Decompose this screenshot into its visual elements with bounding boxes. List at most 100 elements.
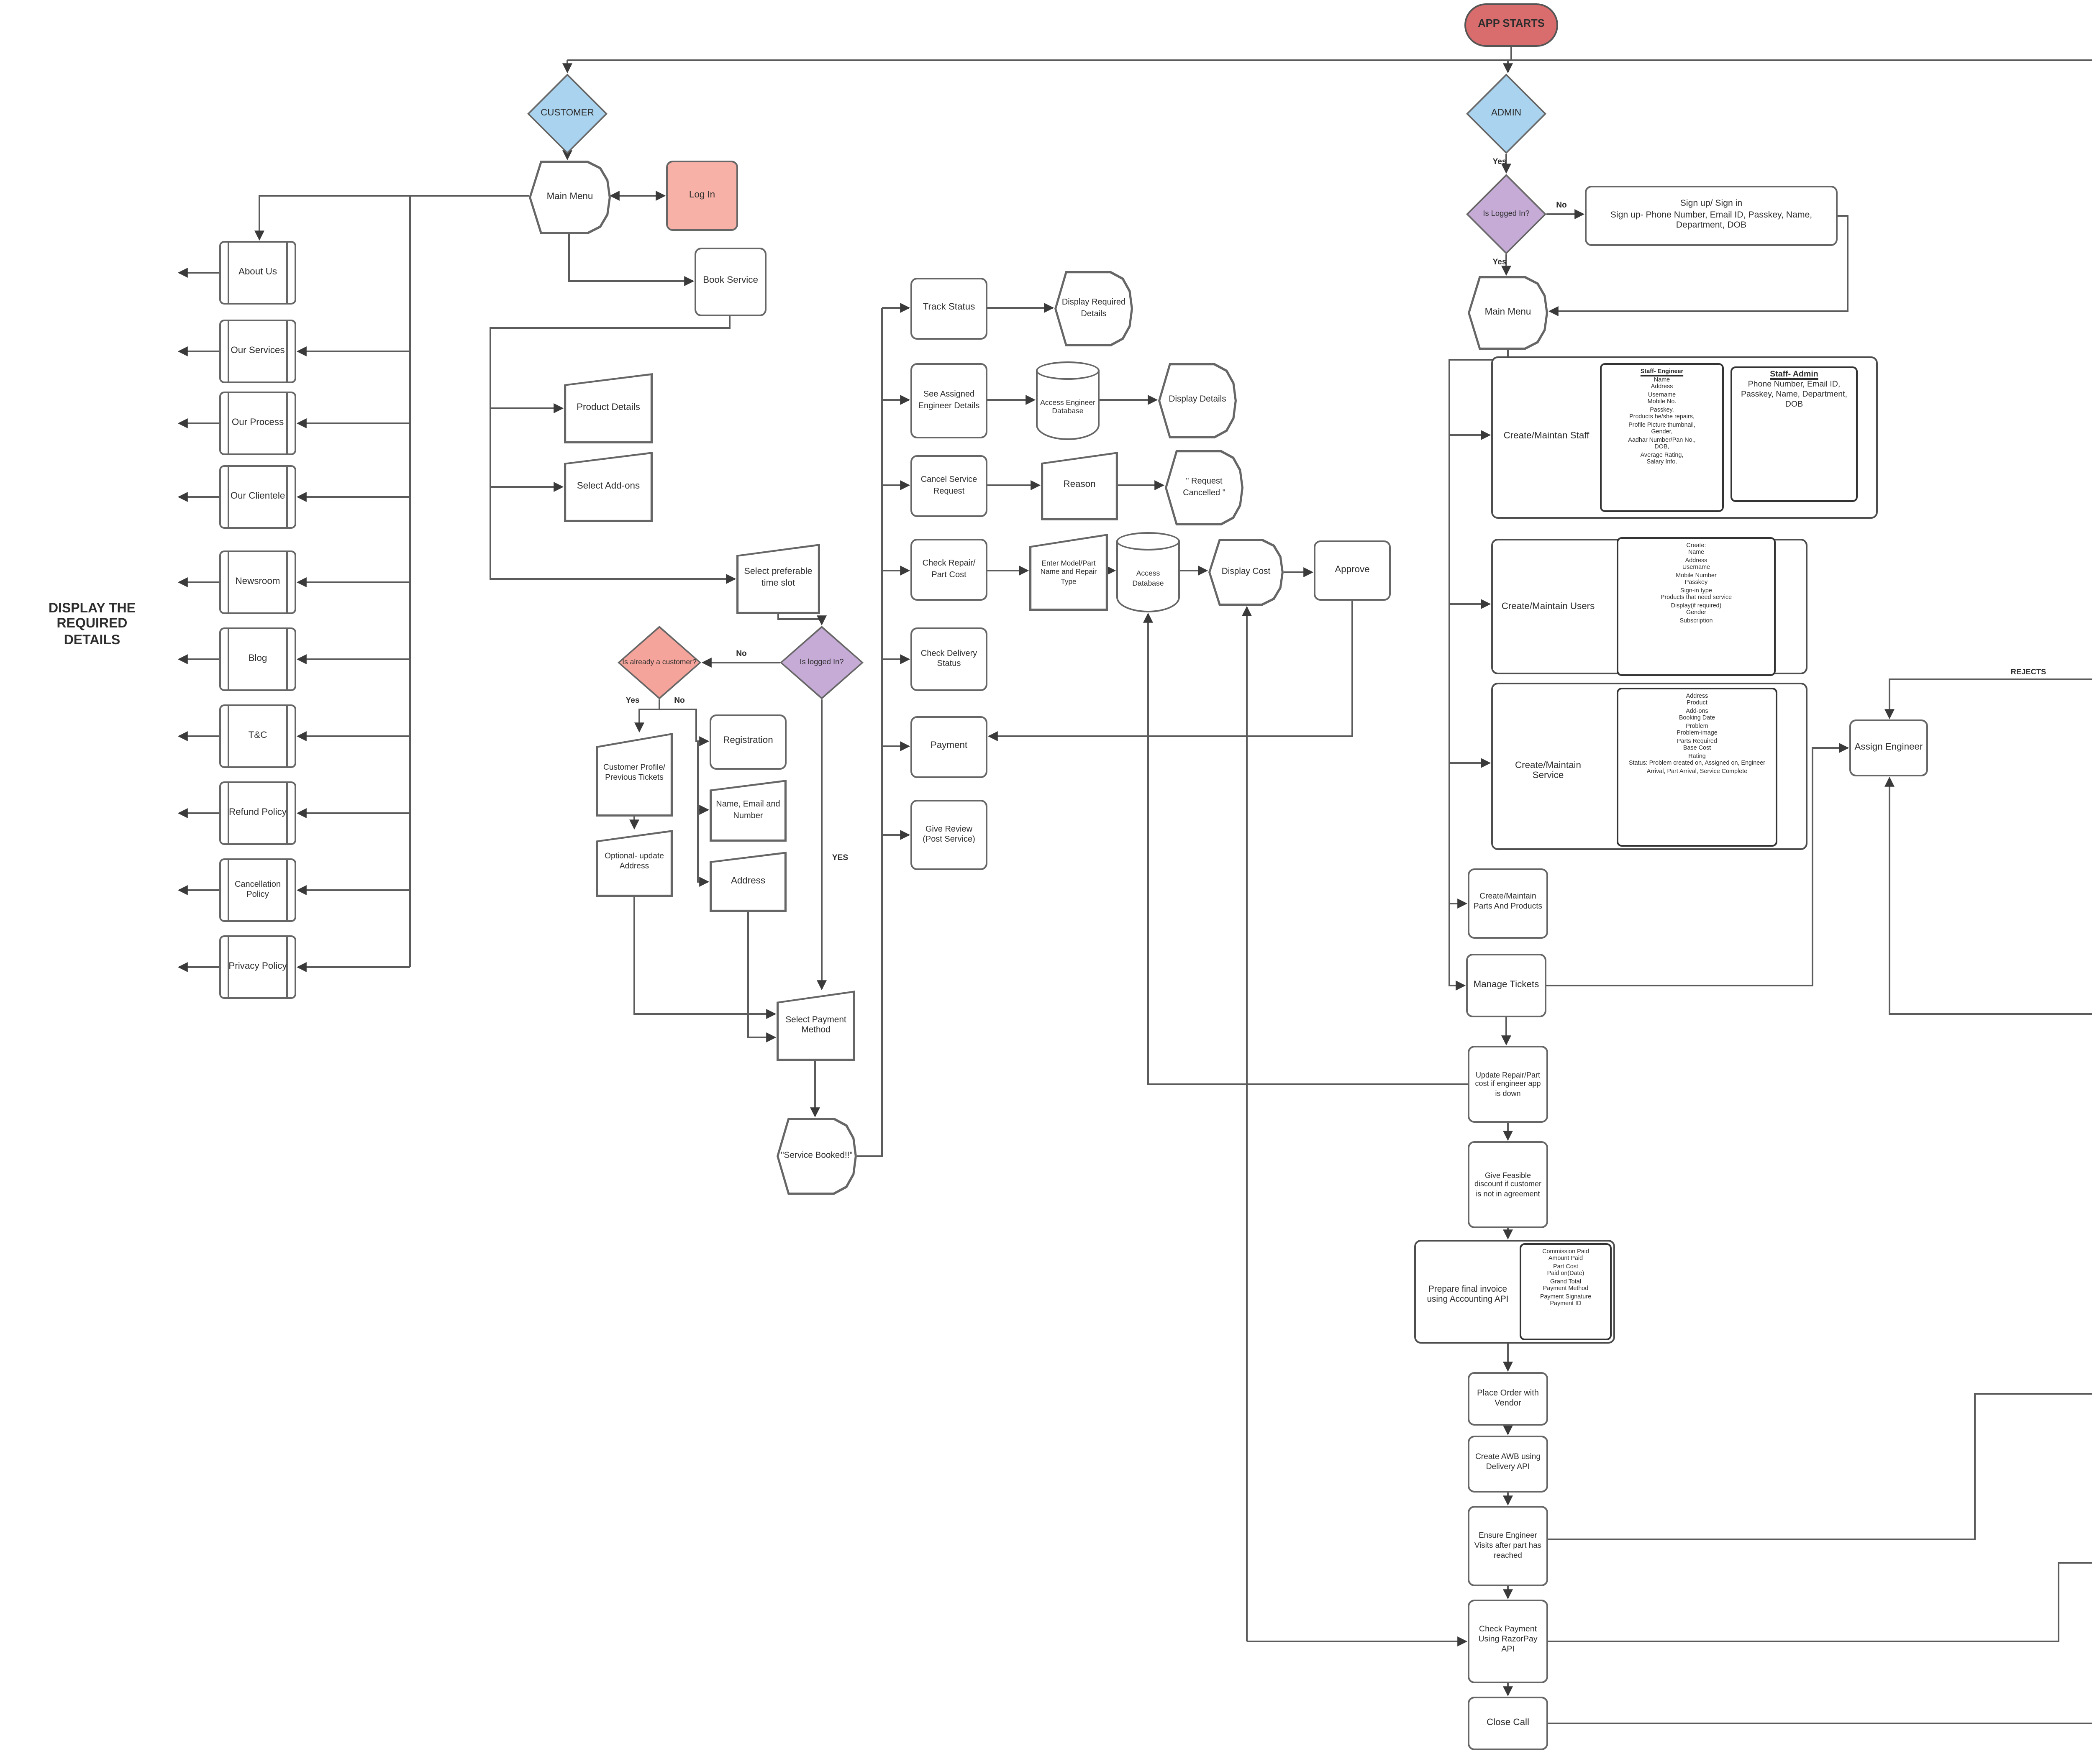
refund-policy-text: Refund Policy	[228, 807, 287, 818]
our-services-text: Our Services	[231, 346, 285, 356]
label-yes-admin-bottom-label: Yes	[1486, 258, 1513, 271]
display-required-details-customer-fill	[1056, 273, 1131, 344]
cancellation-policy-bar-right	[286, 860, 288, 920]
address-fill	[712, 854, 784, 910]
see-assigned-engineer-text: See Assigned Engineer Details	[918, 390, 980, 411]
our-clientele-text: Our Clientele	[230, 491, 285, 502]
connector	[1546, 743, 1849, 986]
payment-text: Payment	[930, 741, 968, 752]
app-starts-node: APP STARTS	[1464, 3, 1558, 47]
our-clientele-node: Our Clientele	[219, 465, 296, 529]
invoice-details-node: Commission Paid Amount Paid Part Cost Pa…	[1520, 1243, 1612, 1340]
track-status-node: Track Status	[910, 278, 987, 340]
sign-up-admin-node: Sign up/ Sign in Sign up- Phone Number, …	[1585, 186, 1838, 246]
label-yes-admin-top-label: Yes	[1486, 157, 1513, 171]
cancellation-policy-bar-left	[228, 860, 230, 920]
main-menu-admin-fill	[1470, 278, 1546, 348]
cancellation-policy-node: Cancellation Policy	[219, 858, 296, 922]
create-maintain-service-label: Create/Maintain Service	[1496, 746, 1600, 796]
about-us-node: About Us	[219, 241, 296, 305]
label-no-admin-label: No	[1550, 201, 1573, 214]
product-details-text: Product Details	[577, 402, 640, 413]
select-time-slot-text: Select preferable time slot	[744, 568, 813, 589]
refund-policy-bar-left	[228, 783, 230, 843]
privacy-policy-bar-right	[286, 937, 288, 997]
reason-node: Reason	[1041, 452, 1118, 520]
customer-branch-text: CUSTOMER	[541, 108, 594, 118]
staff-admin-details-title: Staff- Admin	[1770, 371, 1818, 380]
service-booked-node: "Service Booked!!"	[777, 1118, 857, 1195]
enter-model-part-repair-type-node: Enter Model/Part Name and Repair Type	[1029, 534, 1108, 611]
main-menu-admin-text: Main Menu	[1484, 307, 1531, 317]
ensure-engineer-visits-node: Ensure Engineer Visits after part has re…	[1468, 1506, 1548, 1586]
connector	[1884, 678, 2092, 719]
display-details-fill	[1160, 365, 1235, 436]
t-and-c-bar-left	[228, 706, 230, 766]
reason-text: Reason	[1063, 480, 1096, 491]
select-payment-method-fill	[779, 993, 853, 1059]
label-no-customer-label: No	[730, 649, 753, 663]
our-process-bar-right	[286, 393, 288, 453]
registration-text: Registration	[723, 736, 773, 747]
our-process-node: Our Process	[219, 392, 296, 455]
connector	[633, 897, 777, 1019]
main-menu-customer-text: Main Menu	[546, 192, 593, 202]
request-cancelled-fill	[1167, 452, 1241, 523]
update-repair-part-cost-node: Update Repair/Part cost if engineer app …	[1468, 1046, 1548, 1123]
privacy-policy-node: Privacy Policy	[219, 935, 296, 999]
prepare-final-invoice-text: Prepare final invoice using Accounting A…	[1427, 1285, 1509, 1305]
connector	[1548, 1562, 2092, 1642]
about-us-text: About Us	[238, 267, 277, 277]
admin-branch-text: ADMIN	[1491, 108, 1522, 118]
main-menu-customer-fill	[531, 163, 609, 232]
create-awb-delivery-api-node: Create AWB using Delivery API	[1468, 1436, 1548, 1493]
check-payment-razorpay-node: Check Payment Using RazorPay API	[1468, 1600, 1548, 1683]
label-rejects-text: REJECTS	[2010, 668, 2046, 677]
access-database-customer-top	[1116, 532, 1180, 550]
main-menu-admin-node: Main Menu	[1468, 276, 1548, 350]
app-starts-text: APP STARTS	[1478, 18, 1545, 31]
place-order-with-vendor-node: Place Order with Vendor	[1468, 1372, 1548, 1426]
connector	[1548, 215, 1848, 316]
create-maintain-parts-products-text: Create/Maintain Parts And Products	[1473, 894, 1543, 912]
manage-tickets-node: Manage Tickets	[1466, 954, 1546, 1017]
select-add-ons-node: Select Add-ons	[564, 452, 653, 522]
check-delivery-status-text: Check Delivery Status	[920, 649, 977, 669]
display-required-details-heading-label: DISPLAY THE REQUIRED DETAILS	[3, 589, 181, 659]
connector	[1143, 612, 1468, 1085]
our-services-node: Our Services	[219, 320, 296, 383]
check-repair-part-cost-node: Check Repair/ Part Cost	[910, 539, 987, 601]
blog-node: Blog	[219, 627, 296, 691]
request-cancelled-text: " Request Cancelled "	[1183, 477, 1225, 498]
give-feasible-discount-text: Give Feasible discount if customer is no…	[1474, 1171, 1542, 1198]
access-engineer-database-top	[1036, 361, 1100, 380]
main-menu-customer-node: Main Menu	[529, 161, 611, 234]
staff-engineer-details-title: Staff- Engineer	[1640, 368, 1684, 375]
our-services-bar-left	[228, 321, 230, 381]
create-maintain-staff-label: Create/Maintan Staff	[1496, 408, 1597, 465]
staff-engineer-details-text: Name Address Username Mobile No. Passkey…	[1628, 376, 1696, 465]
give-review-post-service-text: Give Review (Post Service)	[923, 824, 975, 845]
optional-update-address-fill	[598, 832, 671, 895]
service-booked-text: "Service Booked!!"	[781, 1151, 853, 1161]
is-already-customer-text: Is already a customer?	[622, 658, 697, 667]
approve-text: Approve	[1335, 565, 1370, 575]
create-awb-delivery-api-text: Create AWB using Delivery API	[1475, 1454, 1541, 1472]
access-engineer-database-text: Access Engineer Database	[1040, 397, 1095, 415]
label-yes-already-text: Yes	[626, 698, 640, 707]
select-payment-method-text: Select Payment Method	[785, 1015, 846, 1036]
access-database-customer-text: Access Database	[1132, 569, 1164, 587]
customer-profile-text: Customer Profile/ Previous Tickets	[603, 765, 666, 783]
create-maintain-users-label: Create/Maintain Users	[1496, 582, 1600, 632]
optional-update-address-text: Optional- update Address	[605, 853, 664, 872]
create-maintain-service-text: Create/Maintain Service	[1515, 760, 1581, 781]
connector	[1548, 1393, 2092, 1540]
our-clientele-bar-right	[286, 467, 288, 527]
create-maintain-staff-text: Create/Maintan Staff	[1503, 431, 1590, 442]
connector	[777, 614, 827, 626]
about-us-bar-left	[228, 243, 230, 303]
log-in-text: Log In	[689, 190, 715, 200]
label-yes-admin-top-text: Yes	[1492, 159, 1507, 168]
invoice-details-text: Commission Paid Amount Paid Part Cost Pa…	[1540, 1248, 1592, 1307]
